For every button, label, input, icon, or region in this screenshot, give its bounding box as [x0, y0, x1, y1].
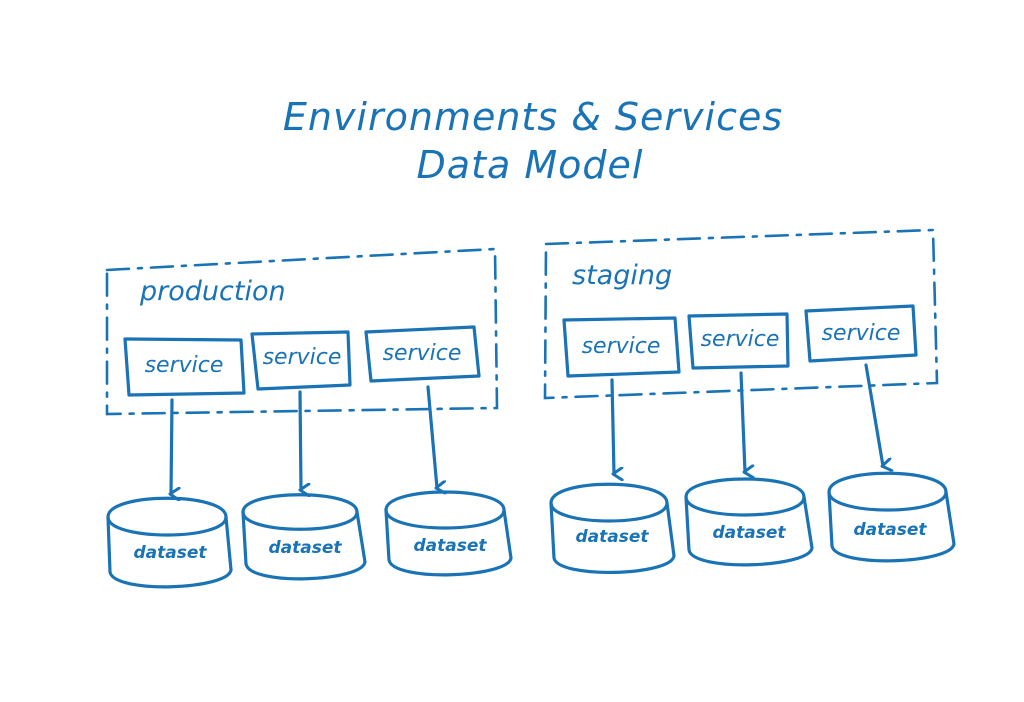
- service-label: service: [263, 345, 342, 370]
- arrow: [171, 398, 172, 494]
- service-box: service: [364, 325, 481, 383]
- service-label: service: [145, 353, 224, 378]
- environment-production: production service service service datas…: [105, 247, 513, 589]
- service-label: service: [582, 334, 661, 359]
- service-label: service: [701, 327, 780, 352]
- service-box: service: [687, 312, 790, 370]
- dataset-label: dataset: [413, 536, 487, 556]
- service-box: service: [562, 316, 681, 378]
- service-label: service: [822, 321, 901, 346]
- dataset-cylinder: dataset: [827, 471, 956, 563]
- arrow: [426, 385, 437, 488]
- dataset-label: dataset: [853, 520, 927, 540]
- environment-label: production: [139, 276, 286, 307]
- dataset-cylinder: dataset: [106, 496, 233, 589]
- arrow: [739, 371, 745, 472]
- dataset-label: dataset: [575, 527, 649, 547]
- dataset-label: dataset: [133, 543, 207, 563]
- diagram-title-line1: Environments & Services: [283, 95, 783, 139]
- environment-boundary: [543, 228, 939, 400]
- dataset-cylinder: dataset: [384, 490, 513, 577]
- service-box: service: [804, 304, 918, 363]
- diagram-title-line2: Data Model: [417, 143, 644, 187]
- service-box: service: [250, 330, 352, 391]
- environment-label: staging: [572, 260, 672, 291]
- dataset-label: dataset: [268, 538, 342, 558]
- arrow: [864, 363, 883, 466]
- dataset-label: dataset: [712, 523, 786, 543]
- arrow: [298, 390, 301, 490]
- service-box: service: [123, 337, 246, 397]
- dataset-cylinder: dataset: [684, 477, 814, 567]
- environment-boundary: [105, 247, 499, 416]
- arrow: [610, 378, 614, 474]
- environment-staging: staging service service service dataset …: [543, 228, 956, 575]
- dataset-cylinder: dataset: [549, 482, 676, 575]
- dataset-cylinder: dataset: [241, 493, 367, 581]
- service-label: service: [383, 341, 462, 366]
